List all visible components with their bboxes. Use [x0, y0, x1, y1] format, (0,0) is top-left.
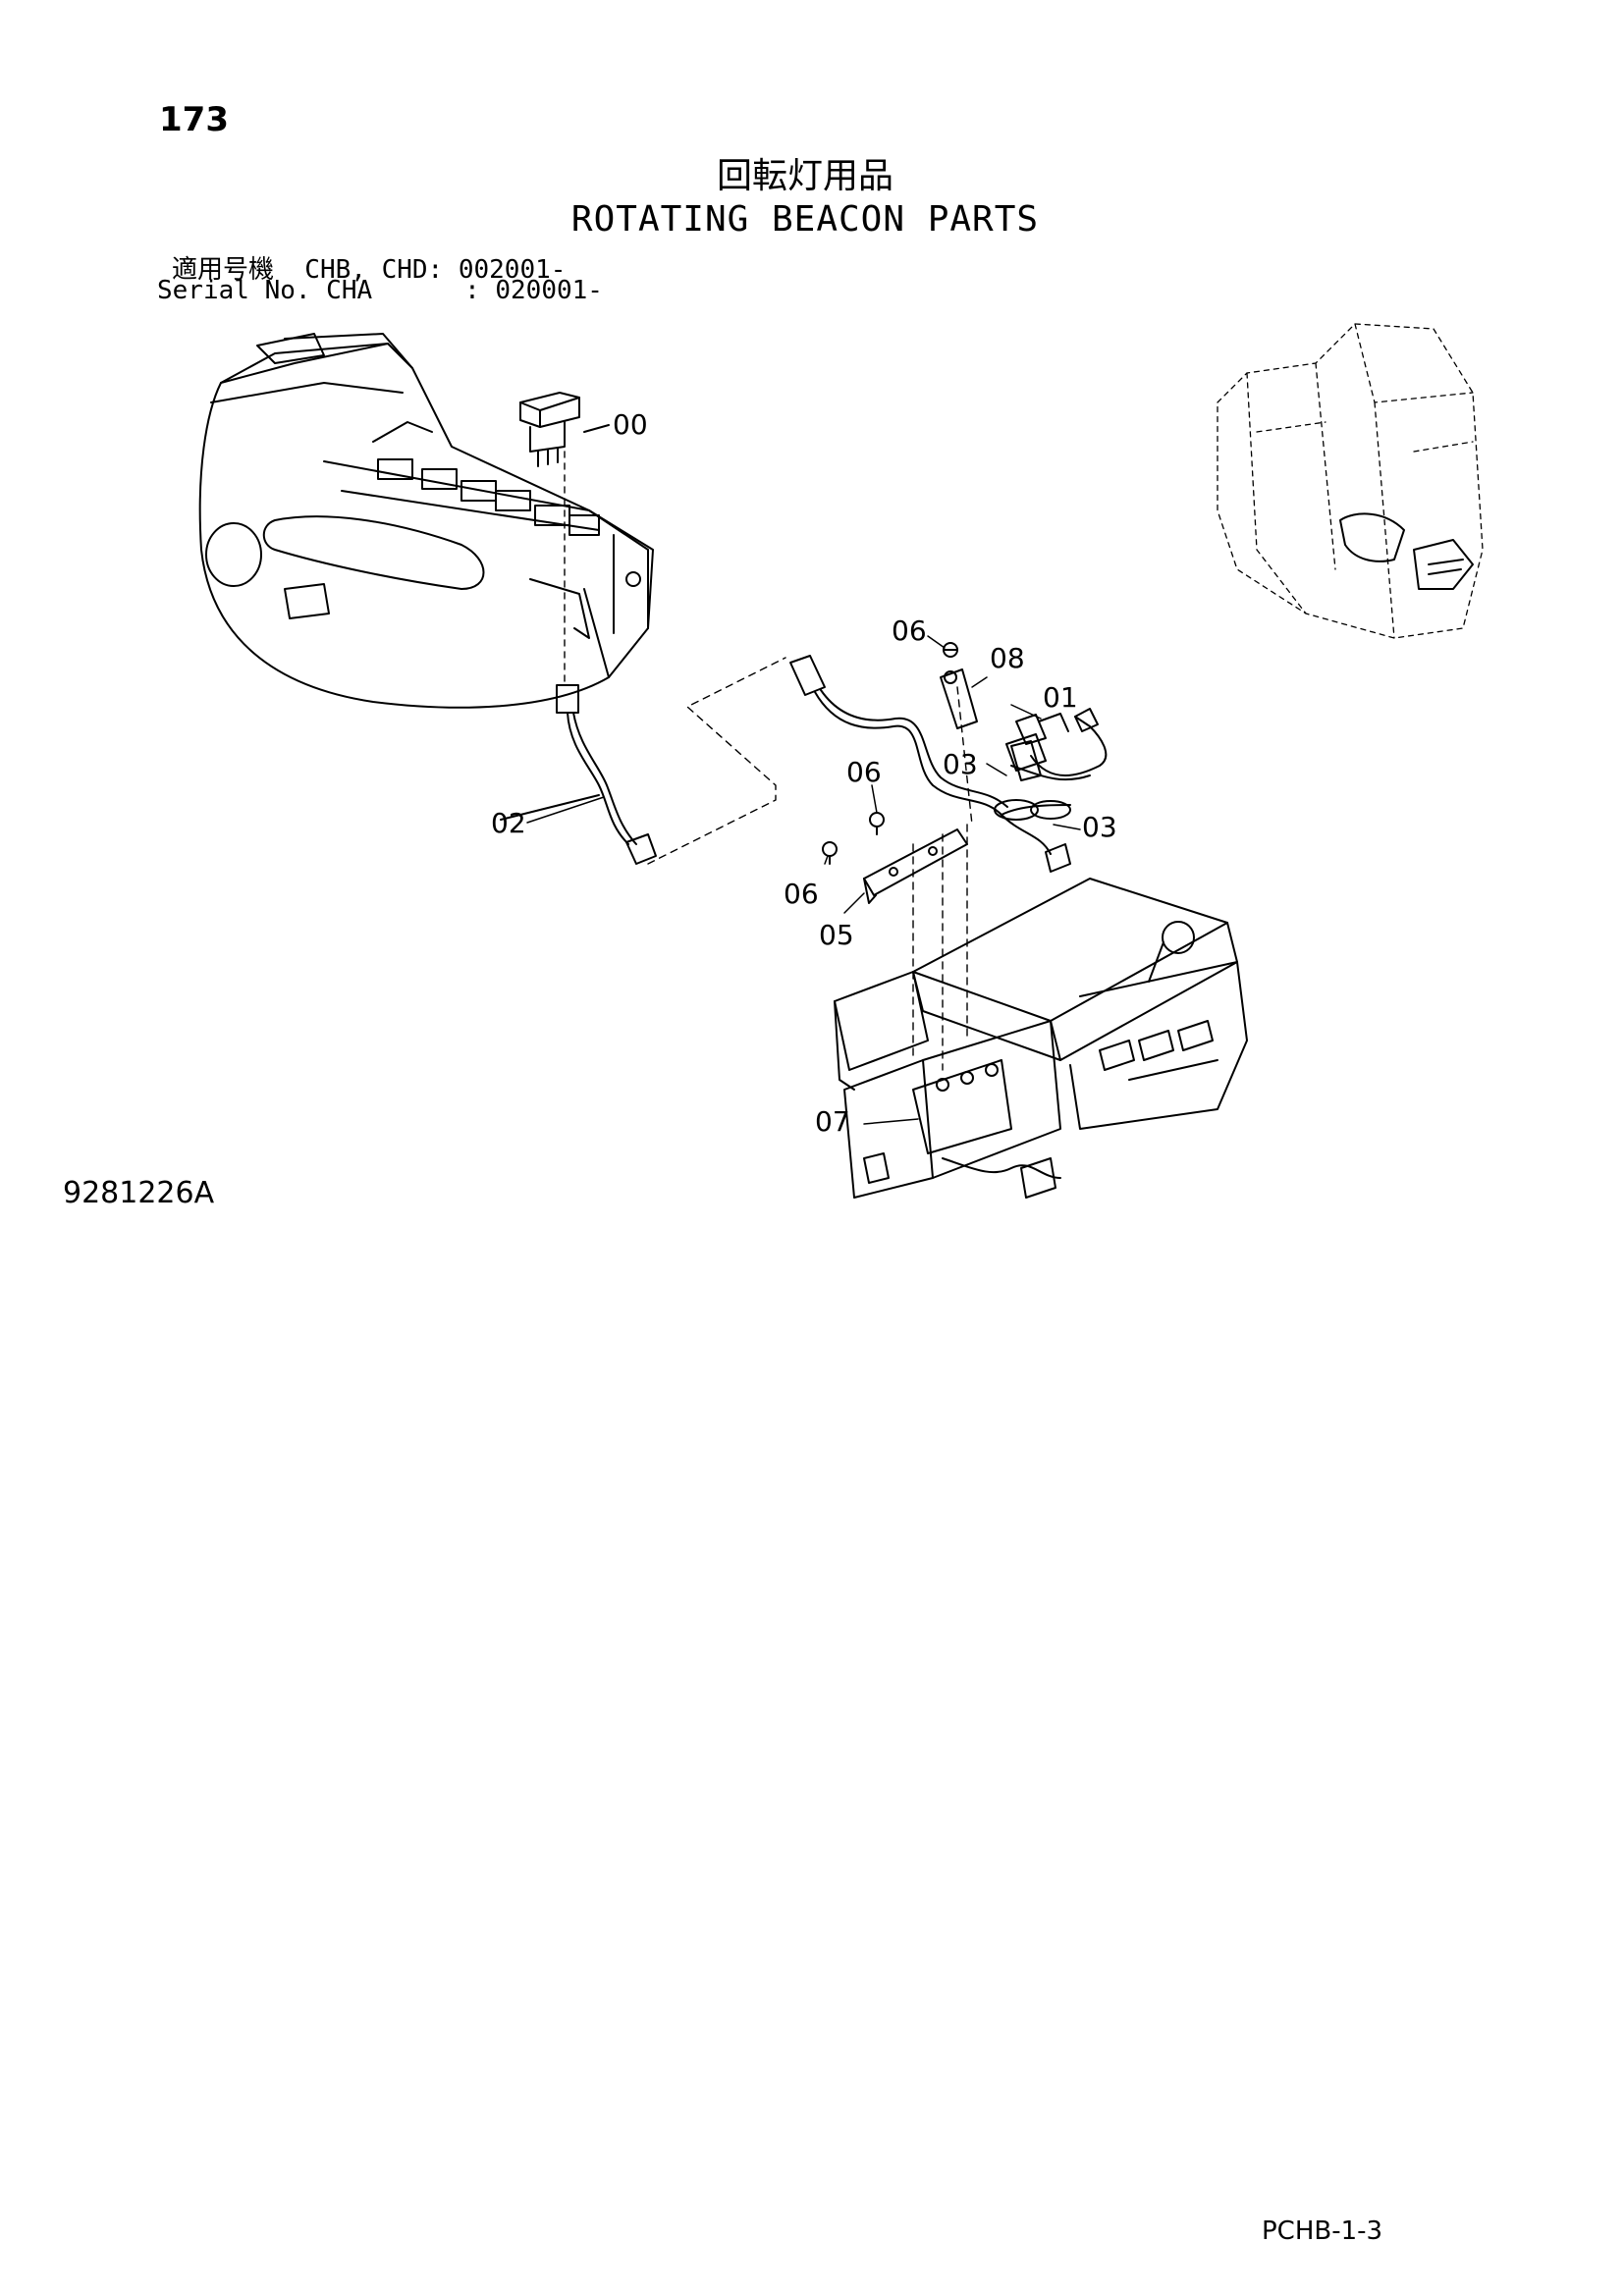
parts-exploded-diagram: 00 01 02 03 03 05 06 06 06 07 08 — [198, 323, 1484, 1199]
leader-lines — [526, 635, 1081, 1125]
cab-console-detail — [1339, 512, 1474, 590]
console-housing — [198, 333, 654, 709]
cab-overview — [1217, 323, 1484, 639]
callout-06-c: 06 — [784, 878, 819, 910]
routing-dashed-lines — [647, 657, 973, 1071]
bolt-06-c — [822, 841, 838, 865]
part-01-relay — [1005, 713, 1069, 772]
page-number: 173 — [159, 100, 229, 139]
callout-07: 07 — [815, 1105, 850, 1138]
bolt-06-a — [943, 642, 958, 658]
callout-03-a: 03 — [943, 748, 978, 780]
applicability-line-2: Serial No. CHA : 020001- — [157, 276, 603, 305]
callout-08: 08 — [990, 642, 1025, 674]
drawing-id: 9281226A — [63, 1176, 215, 1210]
callout-00: 00 — [613, 408, 648, 441]
part-08-relay — [940, 668, 978, 729]
fuse-relay-box — [834, 878, 1248, 1199]
part-02-harness — [500, 451, 657, 865]
bolt-06-b — [869, 812, 885, 835]
title-japanese: 回転灯用品 — [716, 156, 893, 196]
page-code: PCHB-1-3 — [1262, 2216, 1383, 2246]
callout-02: 02 — [491, 807, 526, 839]
part-00-switch — [519, 392, 610, 467]
callout-05: 05 — [819, 919, 854, 951]
part-05-bracket — [863, 828, 968, 904]
main-wiring-harness — [789, 655, 1108, 873]
callout-03-b: 03 — [1082, 811, 1117, 843]
callout-06-a: 06 — [892, 614, 927, 647]
callout-06-b: 06 — [846, 756, 882, 788]
callout-01: 01 — [1043, 681, 1078, 714]
applicability-line-1: 適用号機 CHB, CHD: 002001- — [172, 255, 567, 285]
title-english: ROTATING BEACON PARTS — [570, 199, 1040, 240]
